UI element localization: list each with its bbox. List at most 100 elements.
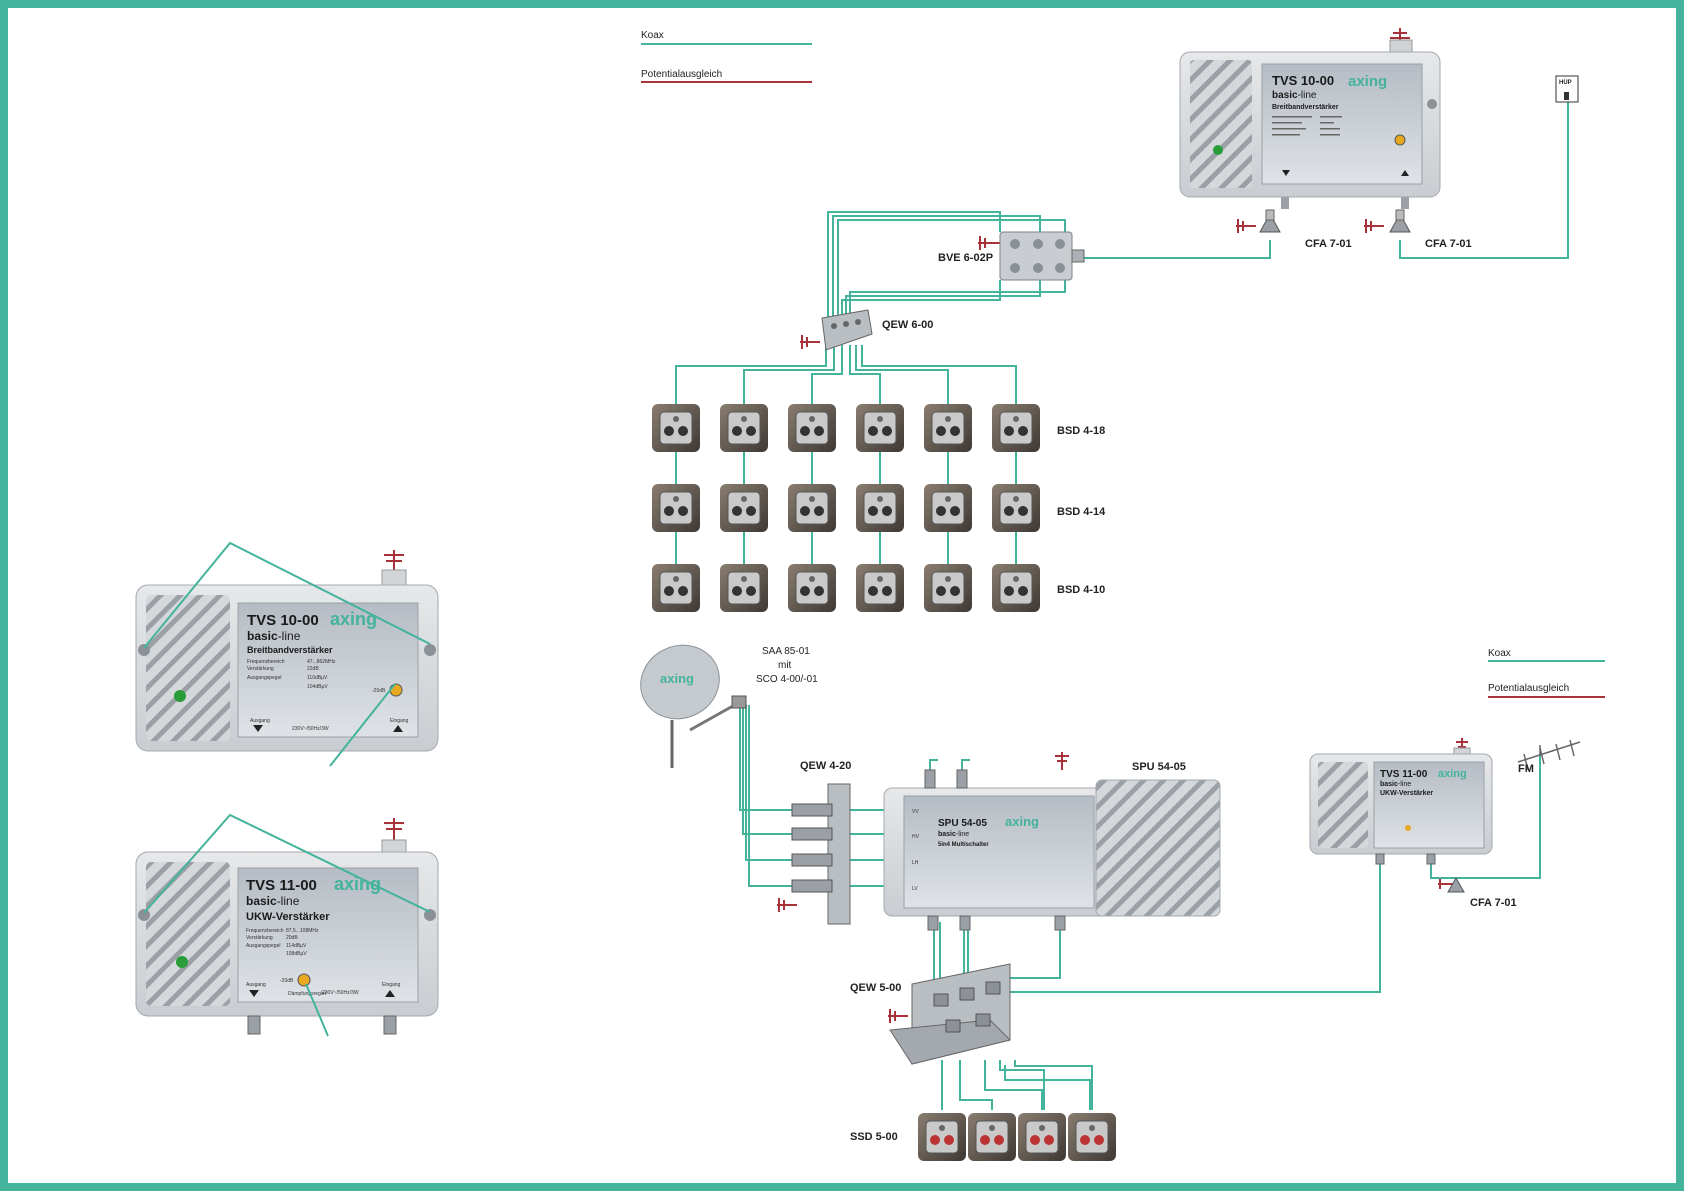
f-connector-icon [247,1015,261,1035]
attenuator-label: -20dB [372,688,386,694]
spu-label: SPU 54-05 [1132,761,1186,773]
coax-feedthrough-icon [985,981,1001,995]
f-connector-icon [1281,197,1289,209]
brand-logo: axing [1005,814,1039,829]
saa-label-2: mit [778,660,792,671]
power-led-icon [176,956,188,968]
power-led-icon [1213,145,1223,155]
amp-series: basic-line [246,894,300,908]
legend-coax-label: Koax [641,30,664,41]
wall-socket-icon [1018,1113,1066,1161]
cfa-clamp-icon [1447,876,1465,893]
amp-model: TVS 10-00 [247,612,319,629]
input-arrow-icon [393,725,403,732]
dish-brand: axing [660,671,694,686]
attenuator-knob-icon [389,683,403,697]
ground-icon [978,236,1000,250]
coax-feedthrough-icon [933,993,949,1007]
amp-panel [237,602,419,738]
socket-grid [652,404,1040,612]
wall-socket-icon [918,1113,966,1161]
port-icon [1010,239,1020,249]
f-connector-icon [956,769,968,789]
wall-socket-icon [720,564,768,612]
output-label: Ausgang [250,718,270,724]
coax-feedthrough-icon [791,853,833,867]
brand-logo: axing [334,874,381,894]
satellite-dish: axing SAA 85-01 mit SCO 4-00/-01 [640,644,818,768]
coax-feedthrough-icon [945,1019,961,1033]
saa-label-1: SAA 85-01 [762,646,810,657]
cfa-bottom-right: CFA 7-01 [1447,876,1517,909]
bsd418-label: BSD 4-18 [1057,425,1105,437]
amplifier-right: TVS 11-00 basic-line UKW-Verstärker axin… [1309,747,1493,865]
output-arrow-icon [253,725,263,732]
port-icon [1055,263,1065,273]
saa-label-3: SCO 4-00/-01 [756,674,818,685]
amp-series: basic-line [1380,781,1411,788]
ground-icon [1438,879,1454,889]
power-led-icon [174,690,186,702]
spec-label: Ausgangspegel [247,675,281,681]
amp-series: basic-line [1272,90,1317,101]
cfa-label: CFA 7-01 [1470,897,1517,909]
ground-block-qew500: QEW 5-00 [850,963,1011,1065]
amp-model: TVS 11-00 [246,877,317,894]
lnb-icon [731,695,747,709]
amplifier-top: TVS 10-00 basic-line Breitbandverstärker… [1179,39,1441,209]
spec-value: 20dB [286,935,298,941]
ground-block-qew600: QEW 6-00 [821,309,933,351]
legend-ground-label: Potentialausgleich [641,69,722,80]
spec-value: 110dBµV [307,675,328,681]
attenuator-label: -20dB [280,978,294,984]
amp-vent [146,595,230,741]
spec-value: 22dB [307,666,319,672]
wall-socket-icon [856,484,904,532]
spec-label: Verstärkung [247,666,274,672]
coax-wiring-top [675,100,1569,568]
cfa-label: CFA 7-01 [1425,238,1472,250]
coax-feedthrough-icon [959,987,975,1001]
wall-socket-icon [856,404,904,452]
attenuator-knob-icon [1405,825,1411,831]
qew420-label: QEW 4-20 [800,760,851,772]
ground-icon [1055,752,1069,770]
wall-socket-icon [788,564,836,612]
ground-icon [777,898,797,912]
input-hv: HV [912,834,920,840]
f-connector-icon [1375,853,1385,865]
screw-icon [424,644,436,656]
legend-top: Koax Potentialausgleich [641,30,812,83]
amplifier-left-1: TVS 10-00 basic-line Breitbandverstärker… [135,569,439,752]
cfa-clamp-icon [1389,212,1411,233]
legend-right-ground-label: Potentialausgleich [1488,683,1569,694]
port-icon [1055,239,1065,249]
amp-vent [1318,762,1368,848]
attenuator-knob-icon [1394,134,1406,146]
input-arrow-icon [385,990,395,997]
screw-icon [138,909,150,921]
cfa-clamp-icon [1259,212,1281,233]
wall-socket-icon [788,404,836,452]
fm-antenna [1517,739,1581,771]
attenuator-caption: Dämpfungsregler [288,991,327,997]
ground-icon [888,1009,908,1023]
amp-vent [146,862,230,1006]
spec-label: Ausgangspegel [246,943,280,949]
qew600-label: QEW 6-00 [882,319,933,331]
multiswitch-model: SPU 54-05 [938,818,987,829]
input-lh: LH [912,860,919,866]
amp-vent [1190,60,1252,188]
amp-spec-lines [1272,116,1342,136]
wall-socket-icon [992,404,1040,452]
cfa-top-left: CFA 7-01 [1259,209,1352,250]
multiswitch-panel [903,795,1095,909]
spec-value: 104dBµV [307,684,328,690]
multiswitch-desc: 5in4 Multischalter [938,842,989,848]
wall-socket-icon [924,484,972,532]
wall-socket-icon [720,404,768,452]
f-connector-icon [927,915,939,931]
spec-label: Frequenzbereich [247,659,285,665]
amp-desc: Breitbandverstärker [1272,104,1339,111]
